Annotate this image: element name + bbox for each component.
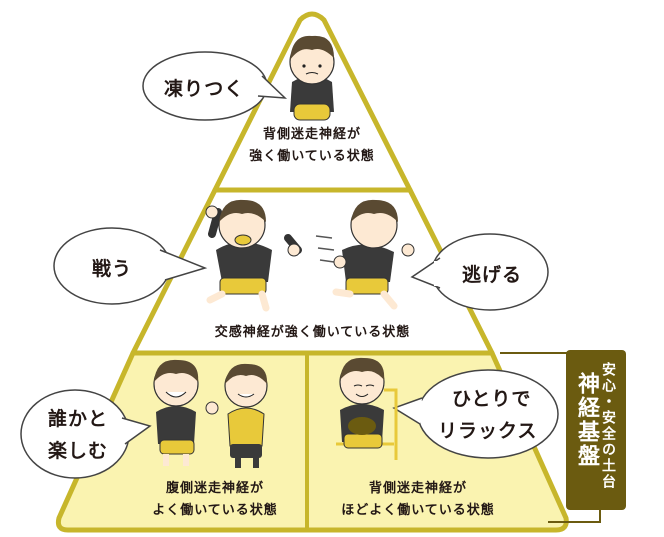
side-panel-title: 神経基盤 <box>574 372 599 468</box>
bottom-left-label-line1: 腹側迷走神経が <box>165 481 264 496</box>
bottom-right-label-line1: 背側迷走神経が <box>368 481 467 496</box>
top-tier-label-line2: 強く働いている状態 <box>249 149 375 164</box>
side-panel-subtitle: 安心・安全の土台 <box>600 362 616 490</box>
top-tier-label-line1: 背側迷走神経が <box>262 127 361 142</box>
bubble-enjoy <box>20 389 152 479</box>
child-freezing-illustration <box>289 35 335 121</box>
bubble-enjoy-text-line2: 楽しむ <box>48 440 109 462</box>
bubble-relax-text-line2: リラックス <box>438 420 538 442</box>
bubble-freeze-text: 凍りつく <box>164 78 245 100</box>
top-tier-label: 背側迷走神経が 強く働いている状態 <box>232 124 392 168</box>
child-relaxing-illustration <box>336 357 398 460</box>
side-panel: 神経基盤 安心・安全の土台 <box>566 350 626 510</box>
bubble-freeze <box>142 51 288 121</box>
bubble-flee-text: 逃げる <box>462 264 523 286</box>
bubble-relax-text-line1: ひとりで <box>452 388 532 410</box>
bottom-left-label-line2: よく働いている状態 <box>152 503 278 518</box>
bottom-left-label: 腹側迷走神経が よく働いている状態 <box>130 478 300 522</box>
bubble-fight-text: 戦う <box>92 258 133 280</box>
child-fighting-illustration <box>205 199 302 312</box>
child-fleeing-illustration <box>315 199 415 310</box>
bubble-relax <box>392 369 559 459</box>
bubble-enjoy-text-line1: 誰かと <box>48 408 109 430</box>
children-enjoying-illustration <box>153 359 268 468</box>
bottom-right-label-line2: ほどよく働いている状態 <box>341 503 495 518</box>
bottom-right-label: 背側迷走神経が ほどよく働いている状態 <box>318 478 518 522</box>
bubble-fight <box>53 227 208 305</box>
middle-tier-label: 交感神経が強く働いている状態 <box>214 325 411 340</box>
bubble-flee <box>410 233 549 311</box>
